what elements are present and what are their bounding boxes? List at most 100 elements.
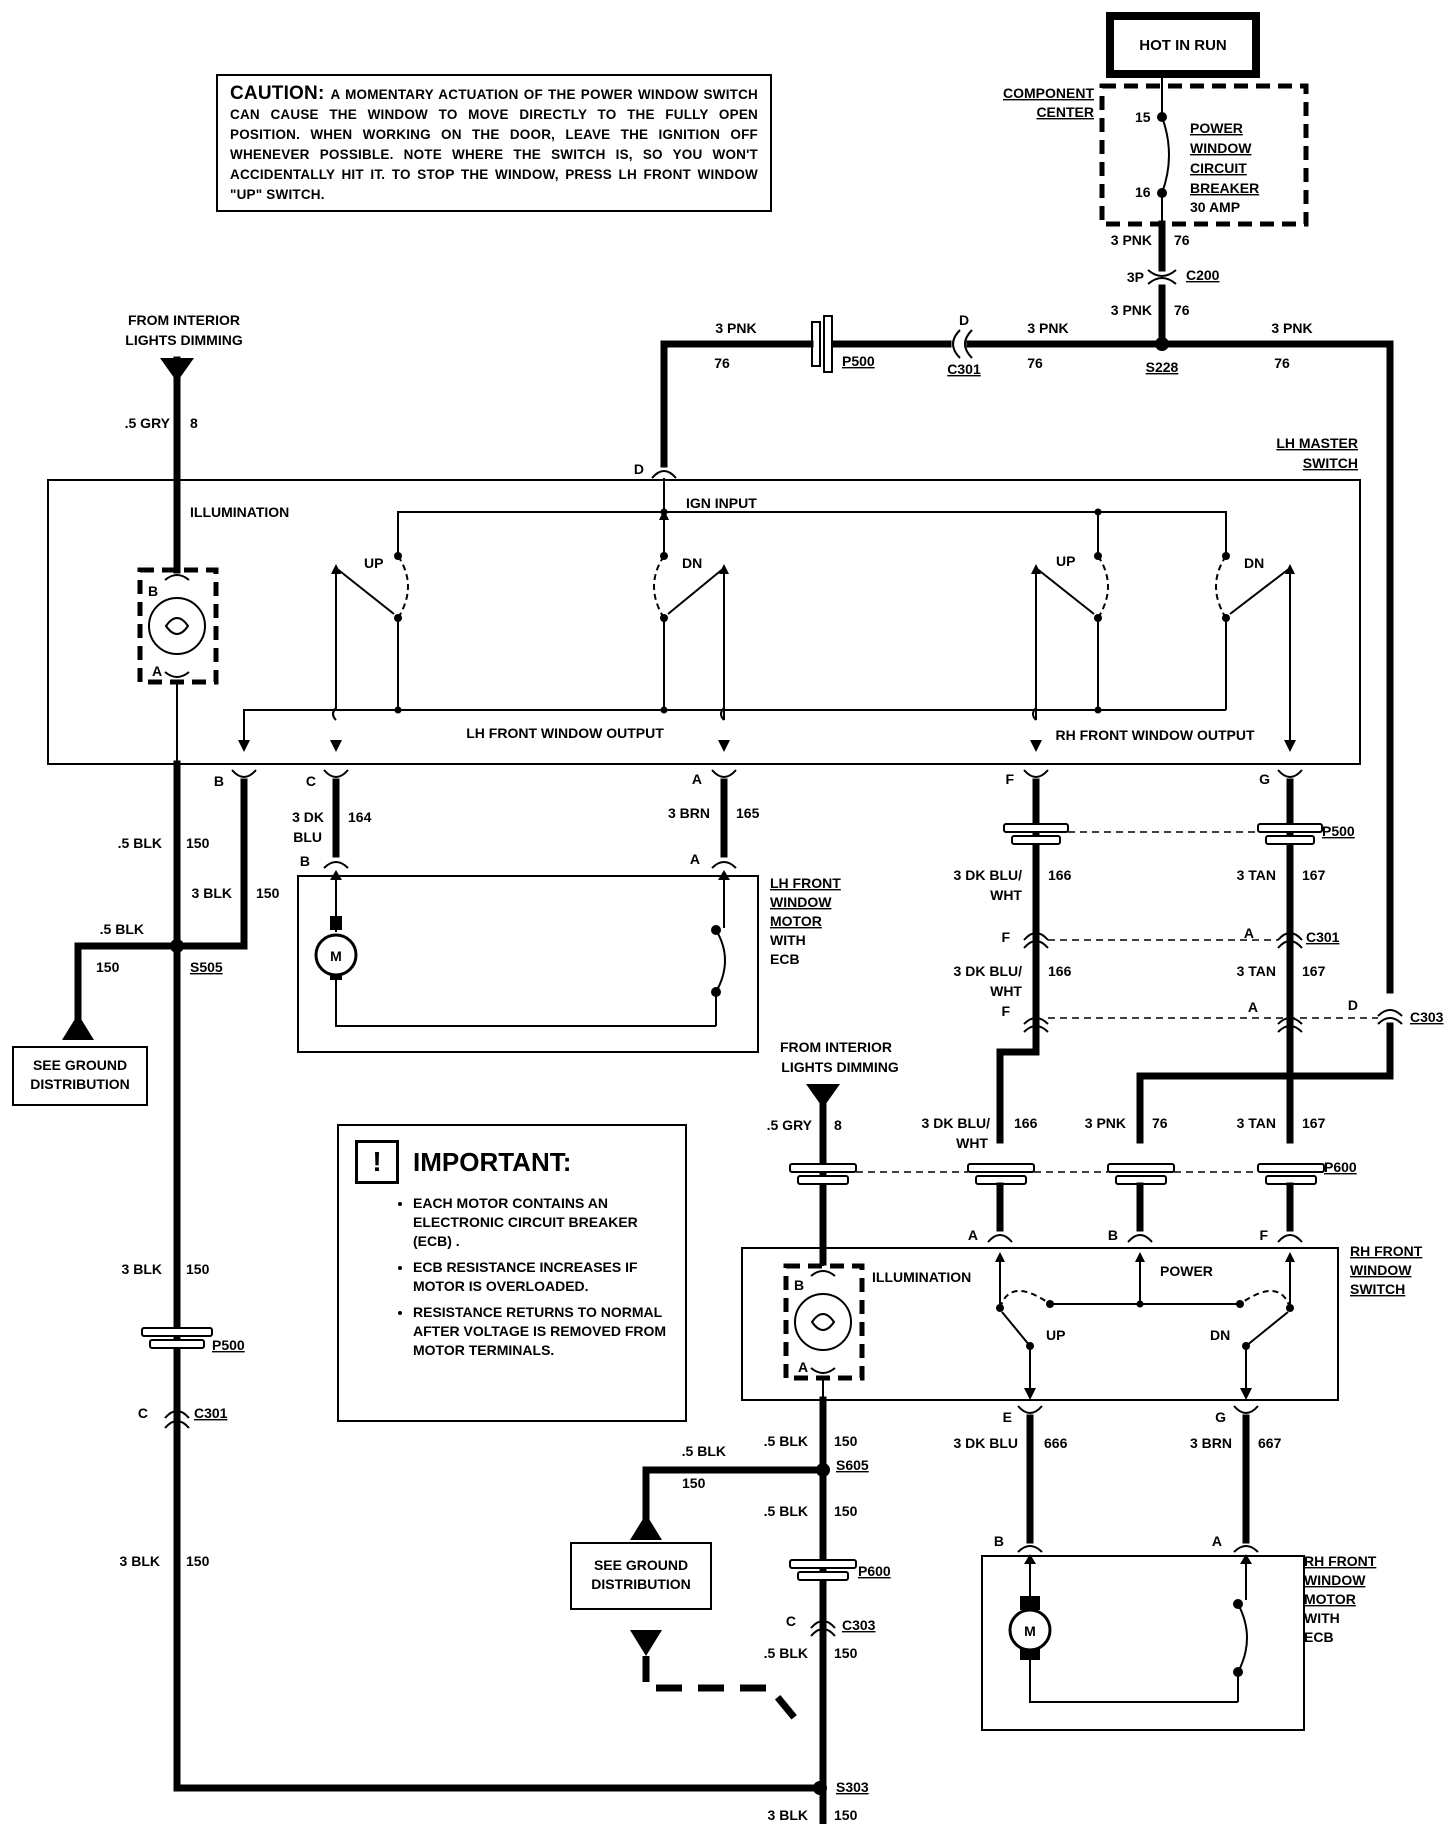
svg-text:3 PNK: 3 PNK <box>1027 320 1068 336</box>
svg-text:LIGHTS DIMMING: LIGHTS DIMMING <box>125 332 243 348</box>
rh-switch-box <box>741 1247 1339 1401</box>
svg-text:WINDOW: WINDOW <box>1304 1572 1366 1588</box>
svg-text:150: 150 <box>682 1475 706 1491</box>
svg-text:C: C <box>306 773 316 789</box>
svg-text:3 PNK: 3 PNK <box>715 320 756 336</box>
svg-text:3 TAN: 3 TAN <box>1237 963 1276 979</box>
svg-text:150: 150 <box>834 1433 858 1449</box>
svg-text:S505: S505 <box>190 959 223 975</box>
svg-text:WHT: WHT <box>956 1135 988 1151</box>
important-bullet: EACH MOTOR CONTAINS AN ELECTRONIC CIRCUI… <box>413 1194 669 1251</box>
svg-text:DN: DN <box>682 555 702 571</box>
svg-text:DN: DN <box>1210 1327 1230 1343</box>
svg-text:S605: S605 <box>836 1457 869 1473</box>
svg-text:M: M <box>1024 1623 1036 1639</box>
svg-text:RH FRONT WINDOW OUTPUT: RH FRONT WINDOW OUTPUT <box>1055 727 1255 743</box>
important-heading: IMPORTANT: <box>413 1146 572 1177</box>
svg-text:WHT: WHT <box>990 887 1022 903</box>
lh-motor-label: LH FRONT <box>770 875 841 891</box>
svg-text:3 BRN: 3 BRN <box>668 805 710 821</box>
svg-text:WHT: WHT <box>990 983 1022 999</box>
svg-text:167: 167 <box>1302 867 1326 883</box>
svg-text:C301: C301 <box>947 361 981 377</box>
component-center-box <box>1099 83 1309 227</box>
svg-text:3 DK: 3 DK <box>292 809 324 825</box>
svg-text:C: C <box>786 1613 796 1629</box>
svg-text:150: 150 <box>186 1261 210 1277</box>
caution-heading: CAUTION: <box>230 83 325 104</box>
svg-text:MOTOR: MOTOR <box>770 913 822 929</box>
svg-text:.5 GRY: .5 GRY <box>125 415 171 431</box>
svg-text:P600: P600 <box>858 1563 891 1579</box>
svg-text:667: 667 <box>1258 1435 1282 1451</box>
svg-text:3 TAN: 3 TAN <box>1237 1115 1276 1131</box>
svg-text:F: F <box>1001 1003 1010 1019</box>
ground-distribution-box: SEE GROUND DISTRIBUTION <box>12 1046 148 1106</box>
svg-text:B: B <box>148 583 158 599</box>
svg-text:76: 76 <box>1174 232 1190 248</box>
svg-text:F: F <box>1259 1227 1268 1243</box>
svg-text:166: 166 <box>1048 963 1072 979</box>
svg-text:ILLUMINATION: ILLUMINATION <box>190 504 289 520</box>
svg-text:ECB: ECB <box>770 951 800 967</box>
svg-text:76: 76 <box>1152 1115 1168 1131</box>
svg-text:ILLUMINATION: ILLUMINATION <box>872 1269 971 1285</box>
rh-motor-box <box>981 1555 1305 1731</box>
svg-text:A: A <box>1212 1533 1222 1549</box>
svg-text:15: 15 <box>1135 109 1151 125</box>
c200-label: C200 <box>1186 267 1220 283</box>
important-bullet: ECB RESISTANCE INCREASES IF MOTOR IS OVE… <box>413 1258 669 1296</box>
circuit-breaker-label: POWER <box>1190 120 1243 136</box>
svg-text:167: 167 <box>1302 1115 1326 1131</box>
svg-text:POWER: POWER <box>1160 1263 1213 1279</box>
lh-motor-box <box>297 875 759 1053</box>
svg-text:LH FRONT WINDOW OUTPUT: LH FRONT WINDOW OUTPUT <box>466 725 664 741</box>
svg-text:CENTER: CENTER <box>1036 104 1094 120</box>
svg-text:3 PNK: 3 PNK <box>1111 232 1152 248</box>
svg-text:G: G <box>1259 771 1270 787</box>
dimming-label-lh: FROM INTERIOR <box>128 312 240 328</box>
svg-text:3 BLK: 3 BLK <box>768 1807 808 1823</box>
svg-text:D: D <box>959 312 969 328</box>
svg-text:C303: C303 <box>1410 1009 1444 1025</box>
exclamation-icon: ! <box>355 1140 399 1184</box>
svg-text:B: B <box>300 853 310 869</box>
svg-text:3 PNK: 3 PNK <box>1085 1115 1126 1131</box>
svg-text:3P: 3P <box>1127 269 1144 285</box>
svg-text:76: 76 <box>1174 302 1190 318</box>
svg-text:G: G <box>1215 1409 1226 1425</box>
svg-text:A: A <box>152 663 162 679</box>
svg-text:WINDOW: WINDOW <box>1190 140 1252 156</box>
svg-text:B: B <box>994 1533 1004 1549</box>
rh-motor-label: RH FRONT <box>1304 1553 1377 1569</box>
svg-text:S303: S303 <box>836 1779 869 1795</box>
svg-text:76: 76 <box>1274 355 1290 371</box>
svg-text:C301: C301 <box>194 1405 228 1421</box>
svg-text:8: 8 <box>190 415 198 431</box>
svg-text:.5 BLK: .5 BLK <box>682 1443 726 1459</box>
svg-text:.5 BLK: .5 BLK <box>764 1433 808 1449</box>
svg-text:P500: P500 <box>212 1337 245 1353</box>
svg-text:.5 BLK: .5 BLK <box>118 835 162 851</box>
svg-text:76: 76 <box>1027 355 1043 371</box>
svg-text:3 DK BLU/: 3 DK BLU/ <box>922 1115 991 1131</box>
svg-text:3 DK BLU/: 3 DK BLU/ <box>954 867 1023 883</box>
caution-note: CAUTION:A MOMENTARY ACTUATION OF THE POW… <box>216 74 772 212</box>
svg-text:SWITCH: SWITCH <box>1350 1281 1405 1297</box>
svg-text:D: D <box>1348 997 1358 1013</box>
svg-text:3 PNK: 3 PNK <box>1111 302 1152 318</box>
svg-text:BLU: BLU <box>293 829 322 845</box>
svg-text:M: M <box>330 948 342 964</box>
svg-text:C301: C301 <box>1306 929 1340 945</box>
svg-text:150: 150 <box>186 1553 210 1569</box>
svg-text:B: B <box>1108 1227 1118 1243</box>
svg-text:B: B <box>794 1277 804 1293</box>
svg-text:CIRCUIT: CIRCUIT <box>1190 160 1247 176</box>
svg-text:A: A <box>690 851 700 867</box>
svg-text:A: A <box>1244 925 1254 941</box>
svg-text:166: 166 <box>1014 1115 1038 1131</box>
svg-text:BREAKER: BREAKER <box>1190 180 1259 196</box>
ground-distribution-box: SEE GROUND DISTRIBUTION <box>570 1542 712 1610</box>
s303-splice <box>813 1781 827 1795</box>
